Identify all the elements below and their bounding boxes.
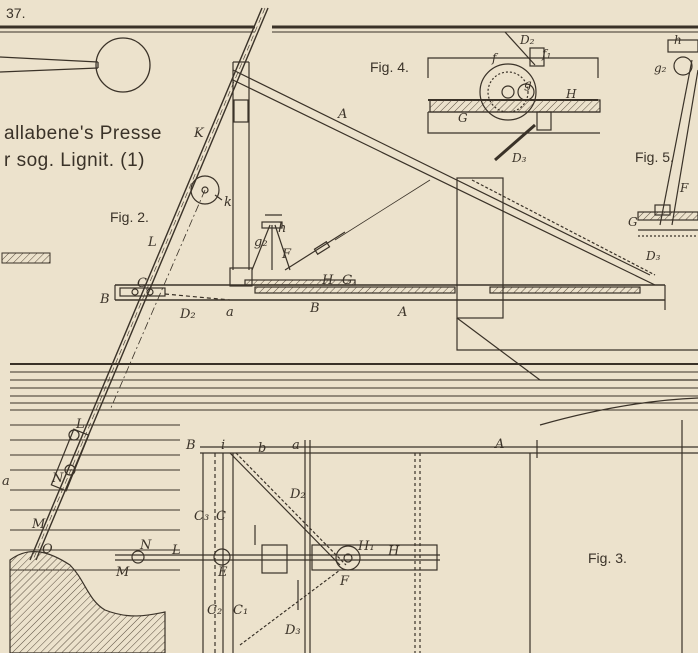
fig4-caption: Fig. 4. — [370, 59, 409, 75]
label-left-a: a — [2, 474, 10, 489]
label-fig2-B-mid: B — [309, 301, 320, 316]
label-fig4-G: G — [458, 111, 468, 125]
fig3-drawing — [115, 397, 698, 653]
lever-foot — [50, 428, 90, 492]
label-fig3-M: M — [115, 565, 130, 580]
label-fig2-H: H — [321, 273, 334, 288]
label-fig4-f: f — [491, 51, 499, 65]
fig3-caption: Fig. 3. — [588, 550, 627, 566]
label-fig3-L: L — [171, 543, 181, 558]
label-fig3-E: E — [217, 565, 228, 580]
fig5-drawing — [637, 39, 698, 237]
label-fig2-a: a — [226, 305, 234, 320]
label-fig3-C1: C₁ — [233, 603, 248, 618]
fig2-caption: Fig. 2. — [110, 209, 149, 225]
label-fig2-F: F — [281, 247, 292, 262]
plate-number: 37. — [6, 5, 25, 21]
top-border — [0, 25, 698, 33]
label-fig2-G: G — [342, 273, 352, 288]
fig5-caption: Fig. 5. — [635, 149, 674, 165]
label-left-O: O — [42, 542, 53, 557]
label-fig5-D3: D₃ — [645, 249, 661, 263]
label-fig3-D3: D₃ — [284, 623, 301, 638]
label-fig2-K: K — [193, 126, 205, 141]
label-fig2-g2: g₂ — [254, 235, 268, 250]
label-fig2-A-top: A — [337, 107, 347, 122]
label-fig3-b: b — [258, 441, 266, 456]
label-fig2-D2: D₂ — [179, 307, 196, 322]
label-fig4-H: H — [565, 87, 577, 101]
label-fig3-i: i — [221, 438, 225, 453]
label-fig3-C2: C₂ — [207, 603, 222, 618]
label-fig3-C3: C₃ — [194, 509, 209, 524]
ground-rock — [9, 551, 166, 653]
label-fig2-A-bottom: A — [397, 305, 407, 320]
label-fig4-D2: D₂ — [519, 33, 535, 47]
label-fig2-k: k — [224, 195, 232, 210]
label-fig3-N: N — [139, 538, 152, 553]
plate-title-line2: r sog. Lignit. (1) — [4, 150, 145, 171]
label-fig3-H1: H₁ — [357, 539, 375, 554]
hatched-strip — [1, 252, 51, 264]
label-left-M: M — [31, 517, 46, 532]
label-fig3-C: C — [216, 509, 226, 524]
label-fig4-f1: f₁ — [541, 47, 551, 61]
label-fig2-h: h — [278, 221, 286, 236]
label-fig5-g2: g₂ — [654, 61, 667, 75]
label-left-N: N — [51, 471, 64, 486]
label-fig5-G: G — [628, 215, 638, 229]
plate-title-line1: allabene's Presse — [4, 123, 162, 144]
label-fig4-g: g — [524, 77, 532, 91]
label-fig3-B: B — [185, 438, 196, 453]
label-fig2-L: L — [147, 235, 157, 250]
label-fig3-F: F — [339, 574, 350, 589]
water-surface — [10, 363, 698, 571]
label-fig5-F: F — [679, 181, 689, 195]
label-fig2-C: C — [137, 276, 147, 291]
label-fig4-D3: D₃ — [511, 151, 527, 165]
label-fig3-A: A — [494, 437, 504, 452]
weight-disk — [0, 37, 151, 93]
label-fig3-a: a — [292, 438, 300, 453]
label-fig2-B-left: B — [99, 292, 110, 307]
fig4-drawing — [427, 31, 601, 162]
label-fig3-D2: D₂ — [289, 487, 306, 502]
label-fig5-h: h — [674, 33, 682, 47]
label-fig3-H: H — [387, 544, 400, 559]
label-left-L: L — [75, 417, 85, 432]
